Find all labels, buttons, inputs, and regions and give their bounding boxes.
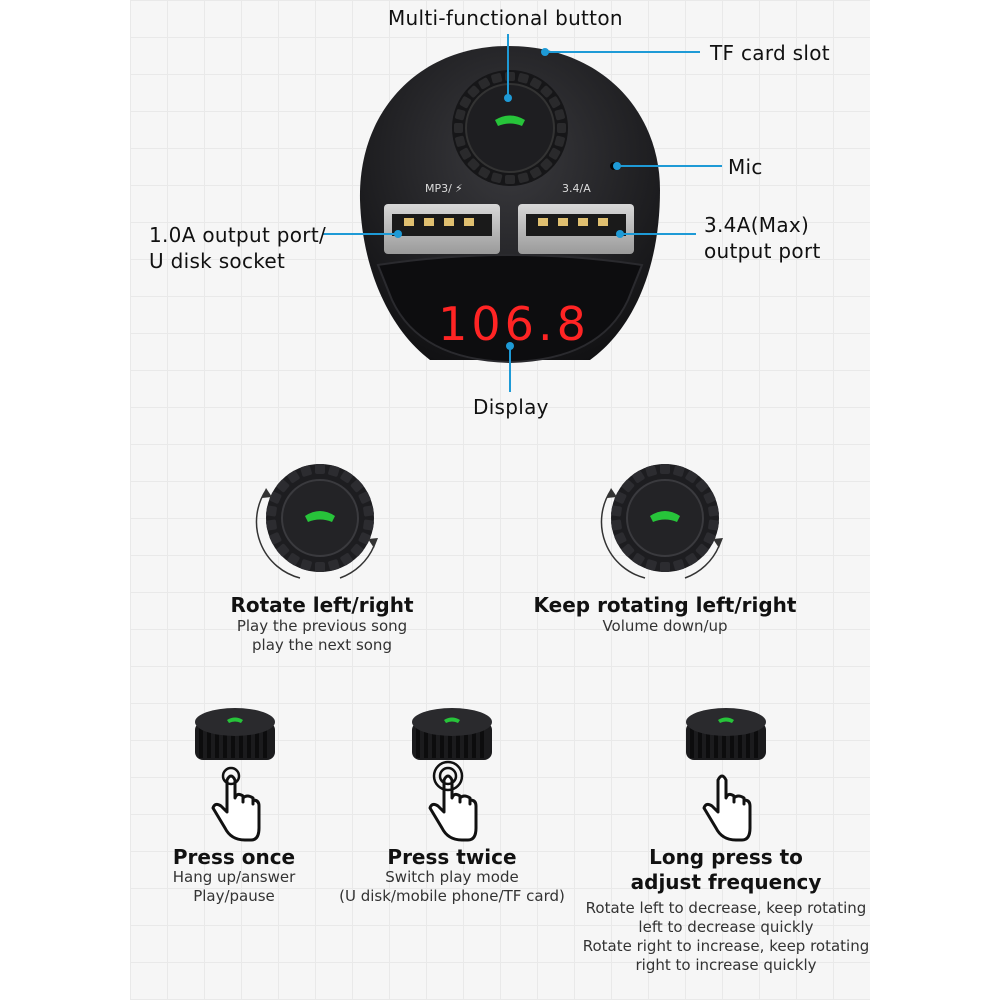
left-port-label-2: U disk socket [149, 249, 286, 273]
left-port-label-1: 1.0A output port/ [149, 223, 327, 247]
knob-side [686, 708, 766, 760]
right-port-label-1: 3.4A(Max) [704, 213, 810, 237]
press-once-line-1: Hang up/answer [172, 868, 296, 886]
rotate-line-2: play the next song [252, 636, 392, 654]
lightning-icon: ⚡ [455, 182, 463, 195]
usb-port-left [384, 204, 500, 254]
knob-side [195, 708, 275, 760]
rotate-knob-illustration [255, 464, 378, 579]
long-press-line-2: left to decrease quickly [638, 918, 814, 936]
keep-rotate-line-1: Volume down/up [602, 617, 728, 635]
long-press-line-3: Rotate right to increase, keep rotating [582, 937, 870, 955]
long-press-title-1: Long press to [649, 845, 803, 869]
keep-rotate-title: Keep rotating left/right [533, 593, 797, 617]
mic-label: Mic [728, 155, 763, 179]
long-press-illustration [686, 708, 766, 842]
long-press-line-4: right to increase quickly [635, 956, 817, 974]
knob-front [266, 464, 374, 572]
long-press-title-2: adjust frequency [630, 870, 822, 894]
knob-front [611, 464, 719, 572]
phone-icon [305, 511, 335, 522]
rotate-arrow-right-icon [339, 545, 375, 579]
press-once-line-2: Play/pause [193, 887, 275, 905]
phone-icon [650, 511, 680, 522]
display-label: Display [473, 395, 549, 419]
display-pod [376, 254, 644, 364]
finger-press-icon [702, 774, 752, 842]
car-charger-illustration: MP3/ ⚡ 3.4/A 106.8 [323, 34, 722, 392]
phone-icon [495, 115, 525, 126]
rotate-title: Rotate left/right [230, 593, 414, 617]
press-twice-line-1: Switch play mode [385, 868, 519, 886]
rotate-arrow-right-icon [684, 545, 720, 579]
press-twice-line-2: (U disk/mobile phone/TF card) [339, 887, 565, 905]
finger-press-icon [211, 766, 261, 842]
port-left-label: MP3/ [425, 182, 452, 195]
right-port-label-2: output port [704, 239, 821, 263]
press-once-illustration [195, 708, 275, 842]
finger-press-icon [428, 760, 478, 842]
press-twice-title: Press twice [387, 845, 517, 869]
rotate-line-1: Play the previous song [236, 617, 408, 635]
rotate-arrow-left-icon [600, 489, 646, 579]
rotate-arrow-left-icon [255, 489, 301, 579]
usb-port-right [518, 204, 634, 254]
display-value: 106.8 [438, 297, 590, 351]
press-twice-illustration [412, 708, 492, 842]
keep-rotate-knob-illustration [600, 464, 723, 579]
long-press-line-1: Rotate left to decrease, keep rotating [585, 899, 867, 917]
multi-functional-button-label: Multi-functional button [388, 6, 623, 30]
multi-functional-knob [452, 70, 568, 186]
callout-lines [323, 34, 722, 392]
knob-side [412, 708, 492, 760]
press-once-title: Press once [172, 845, 296, 869]
port-right-label: 3.4/A [562, 182, 591, 195]
tf-card-slot-label: TF card slot [710, 41, 830, 65]
